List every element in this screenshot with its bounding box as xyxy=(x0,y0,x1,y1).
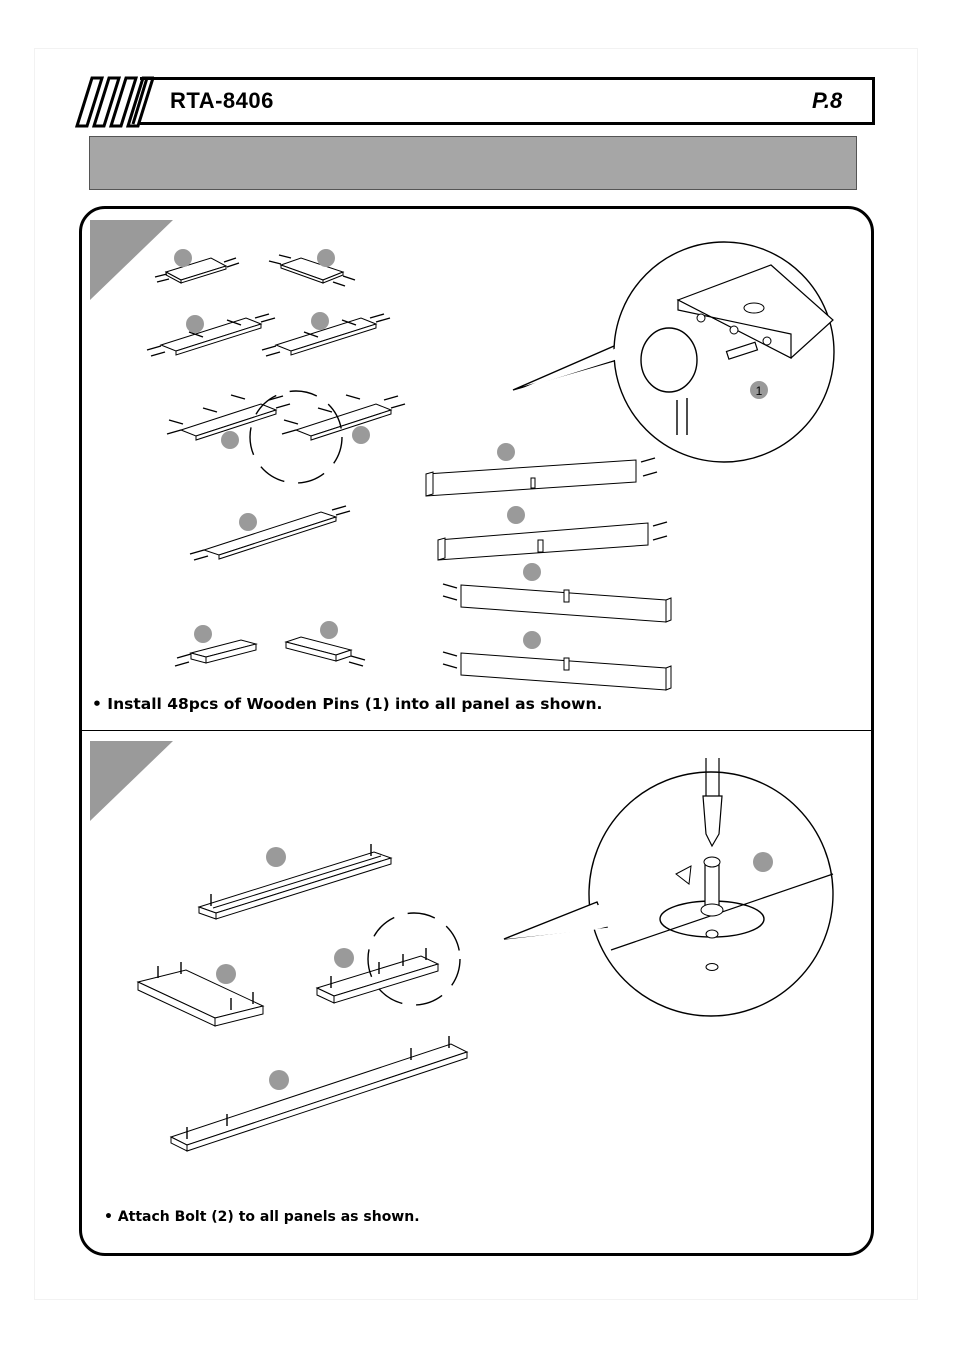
callout-part-number: 1 xyxy=(756,384,763,398)
step1-marker xyxy=(90,220,173,300)
step2-instruction: • Attach Bolt (2) to all panels as shown… xyxy=(104,1209,420,1225)
page-border xyxy=(34,48,918,1300)
step-title-bar xyxy=(89,136,857,190)
step1-instruction: • Install 48pcs of Wooden Pins (1) into … xyxy=(92,695,603,713)
step2-callout xyxy=(503,758,834,1017)
step2-illustration xyxy=(90,741,834,1152)
step1-illustration: 1 xyxy=(90,220,835,691)
header-box-slant xyxy=(131,77,149,125)
step2-marker xyxy=(90,741,173,821)
header-stripes-logo xyxy=(74,76,154,128)
part-marker xyxy=(174,249,192,267)
instructions-frame xyxy=(79,206,874,1256)
header-box xyxy=(140,77,875,125)
page-number: P.8 xyxy=(812,88,843,113)
step-divider xyxy=(81,730,872,731)
panel-small-a xyxy=(164,257,228,284)
model-number: RTA-8406 xyxy=(170,88,274,113)
step1-callout: 1 xyxy=(512,241,835,463)
